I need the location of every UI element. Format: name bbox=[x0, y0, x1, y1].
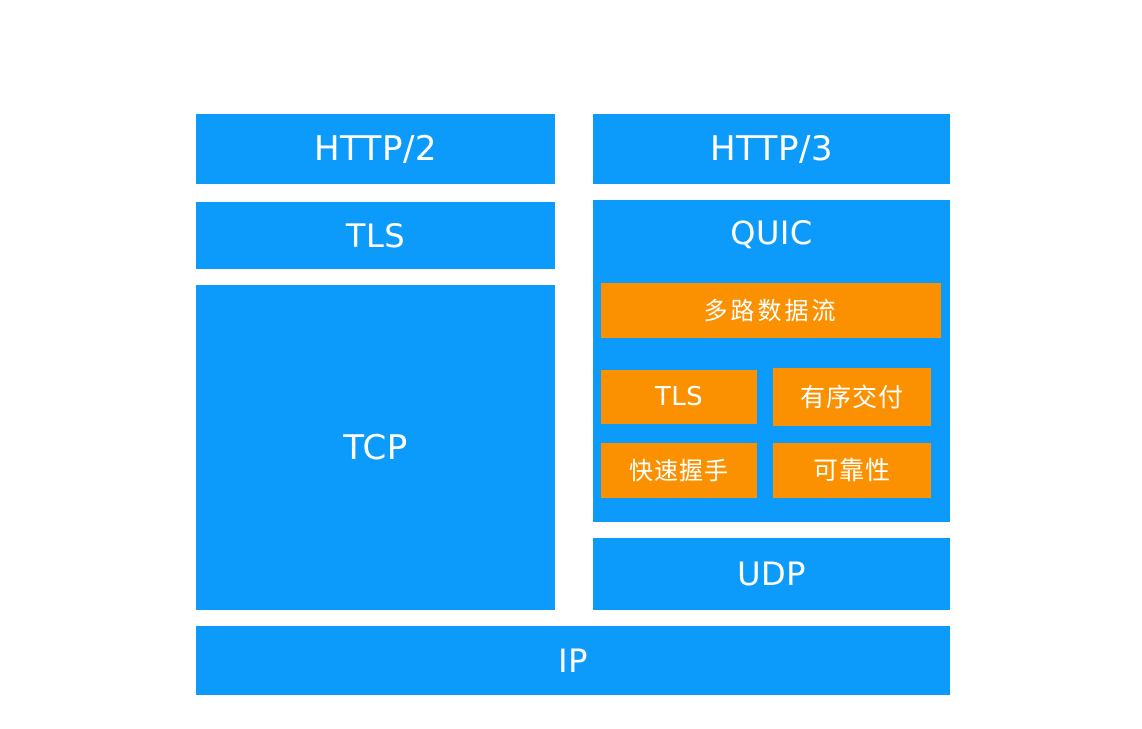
quic-feature-tls: TLS bbox=[601, 370, 757, 424]
layer-tls: TLS bbox=[196, 202, 555, 269]
layer-udp: UDP bbox=[593, 538, 950, 610]
layer-quic: QUIC 多路数据流 TLS 有序交付 快速握手 可靠性 bbox=[593, 200, 950, 522]
quic-feature-reliability: 可靠性 bbox=[773, 443, 931, 498]
layer-tcp: TCP bbox=[196, 285, 555, 610]
quic-feature-fast-handshake: 快速握手 bbox=[601, 443, 757, 498]
quic-feature-ordered-delivery: 有序交付 bbox=[773, 368, 931, 426]
layer-ip: IP bbox=[196, 626, 950, 695]
layer-quic-label: QUIC bbox=[730, 214, 813, 252]
layer-http2: HTTP/2 bbox=[196, 114, 555, 184]
quic-feature-multiplexed-streams: 多路数据流 bbox=[601, 283, 941, 338]
layer-http3: HTTP/3 bbox=[593, 114, 950, 184]
